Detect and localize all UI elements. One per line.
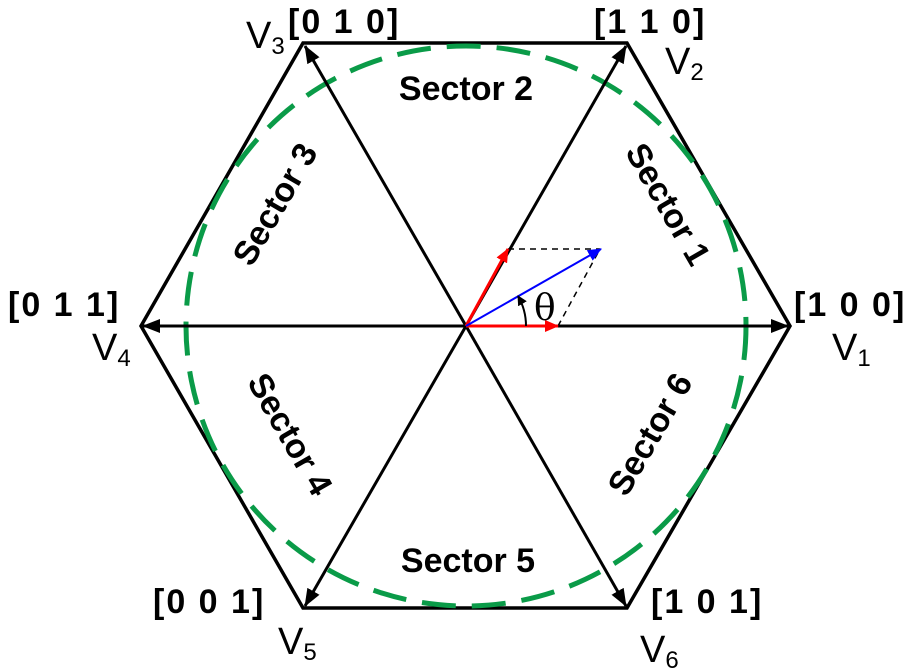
v3-name-label: V3 [246,15,285,60]
angle-theta-label: θ [534,288,556,329]
component-vector-v2 [464,248,510,327]
sector-5-label: Sector 5 [401,542,535,580]
vector-v5-arrow [303,325,468,607]
sector-1-label: Sector 1 [618,137,718,272]
hexagon-outline [138,41,793,610]
vector-v3-arrow [303,45,468,327]
v5-name-label: V5 [278,621,317,666]
v3-code-label: [0 1 0] [288,3,400,41]
sector-2-label: Sector 2 [399,70,533,108]
v6-code-label: [1 0 1] [651,583,763,621]
v2-name-label: V2 [665,41,704,86]
sector-4-label: Sector 4 [240,367,340,502]
v4-code-label: [0 1 1] [8,286,120,324]
vector-v6-arrow [464,325,628,607]
reference-vector [465,248,602,327]
angle-arc [517,295,528,327]
parallelogram-right-dash [557,248,601,327]
v4-name-label: V4 [92,327,131,372]
sector-6-label: Sector 6 [600,367,700,502]
v1-code-label: [1 0 0] [794,286,906,324]
v2-code-label: [1 1 0] [594,3,706,41]
v1-name-label: V1 [832,327,871,372]
v6-name-label: V6 [640,629,679,672]
v5-code-label: [0 0 1] [153,583,265,621]
